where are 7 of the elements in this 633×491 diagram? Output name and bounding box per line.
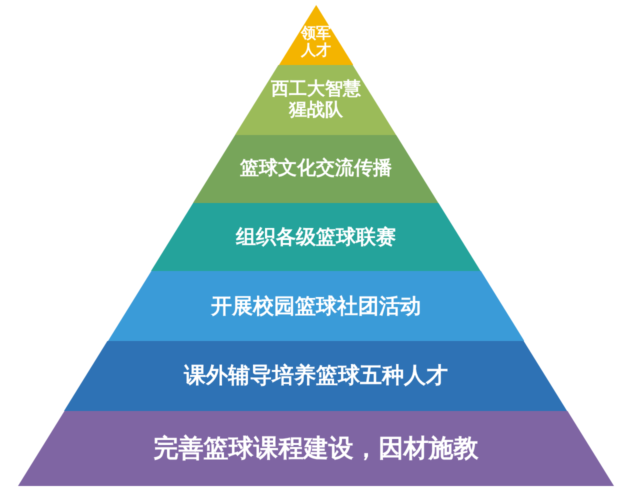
tier-label: 领军人才 bbox=[300, 24, 332, 60]
tier-label: 完善篮球课程建设，因材施教 bbox=[152, 434, 480, 463]
tier-label: 篮球文化交流传播 bbox=[238, 158, 393, 180]
tier-label: 西工大智慧猩战队 bbox=[270, 79, 362, 121]
tier-label: 课外辅导培养篮球五种人才 bbox=[182, 363, 449, 389]
tier-label: 开展校园篮球社团活动 bbox=[210, 294, 422, 318]
tier-label: 组织各级篮球联赛 bbox=[234, 226, 397, 248]
